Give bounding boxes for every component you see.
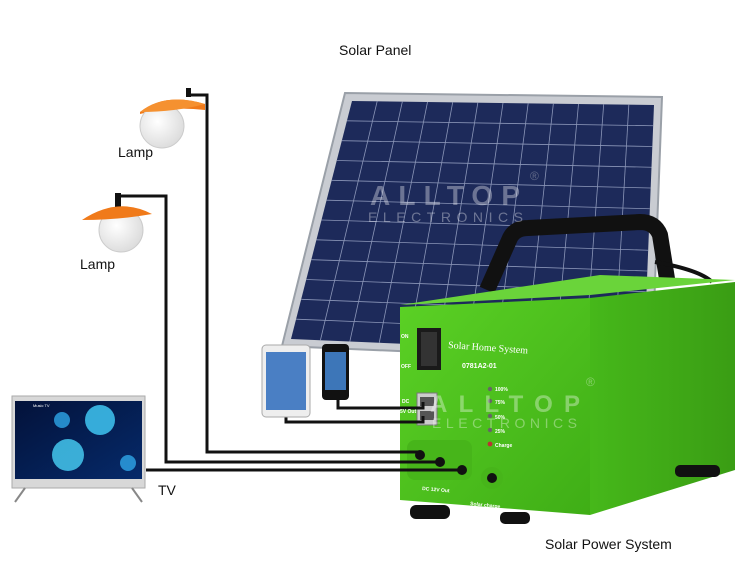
cell-gridline <box>326 199 650 210</box>
lamp-2 <box>82 193 152 253</box>
cell-gridline <box>346 120 654 127</box>
svg-text:Charge: Charge <box>495 443 512 449</box>
svg-text:DC 12V Out: DC 12V Out <box>422 486 450 494</box>
svg-text:DC: DC <box>402 399 410 405</box>
cell-gridline <box>336 160 652 168</box>
cell-gridline <box>316 239 649 251</box>
tv-label: TV <box>158 482 176 498</box>
lamp-2-label: Lamp <box>80 256 116 272</box>
tablet <box>261 344 311 418</box>
cell-gridline <box>341 140 653 147</box>
solar-panel-label: Solar Panel <box>339 42 412 58</box>
system-label: Solar Power System <box>545 536 672 552</box>
svg-text:75%: 75% <box>495 400 506 406</box>
svg-text:OFF: OFF <box>401 364 411 370</box>
svg-text:®: ® <box>586 375 595 389</box>
power-box <box>400 275 735 524</box>
device-model: 0781A2-01 <box>462 363 497 370</box>
cell-gridline <box>331 179 651 189</box>
lamp-1 <box>139 88 205 149</box>
svg-text:100%: 100% <box>495 387 508 393</box>
svg-text:5V Out: 5V Out <box>400 409 416 415</box>
smartphone <box>322 344 349 400</box>
svg-text:Solar charge: Solar charge <box>470 501 501 510</box>
cell-gridline <box>311 259 648 272</box>
svg-text:ON: ON <box>401 334 409 340</box>
wires <box>118 93 462 472</box>
svg-text:®: ® <box>530 169 539 183</box>
lamp-1-label: Lamp <box>118 144 154 160</box>
svg-text:25%: 25% <box>495 429 506 435</box>
svg-text:50%: 50% <box>495 415 506 421</box>
svg-text:Music TV: Music TV <box>33 403 50 408</box>
tv <box>11 395 146 503</box>
